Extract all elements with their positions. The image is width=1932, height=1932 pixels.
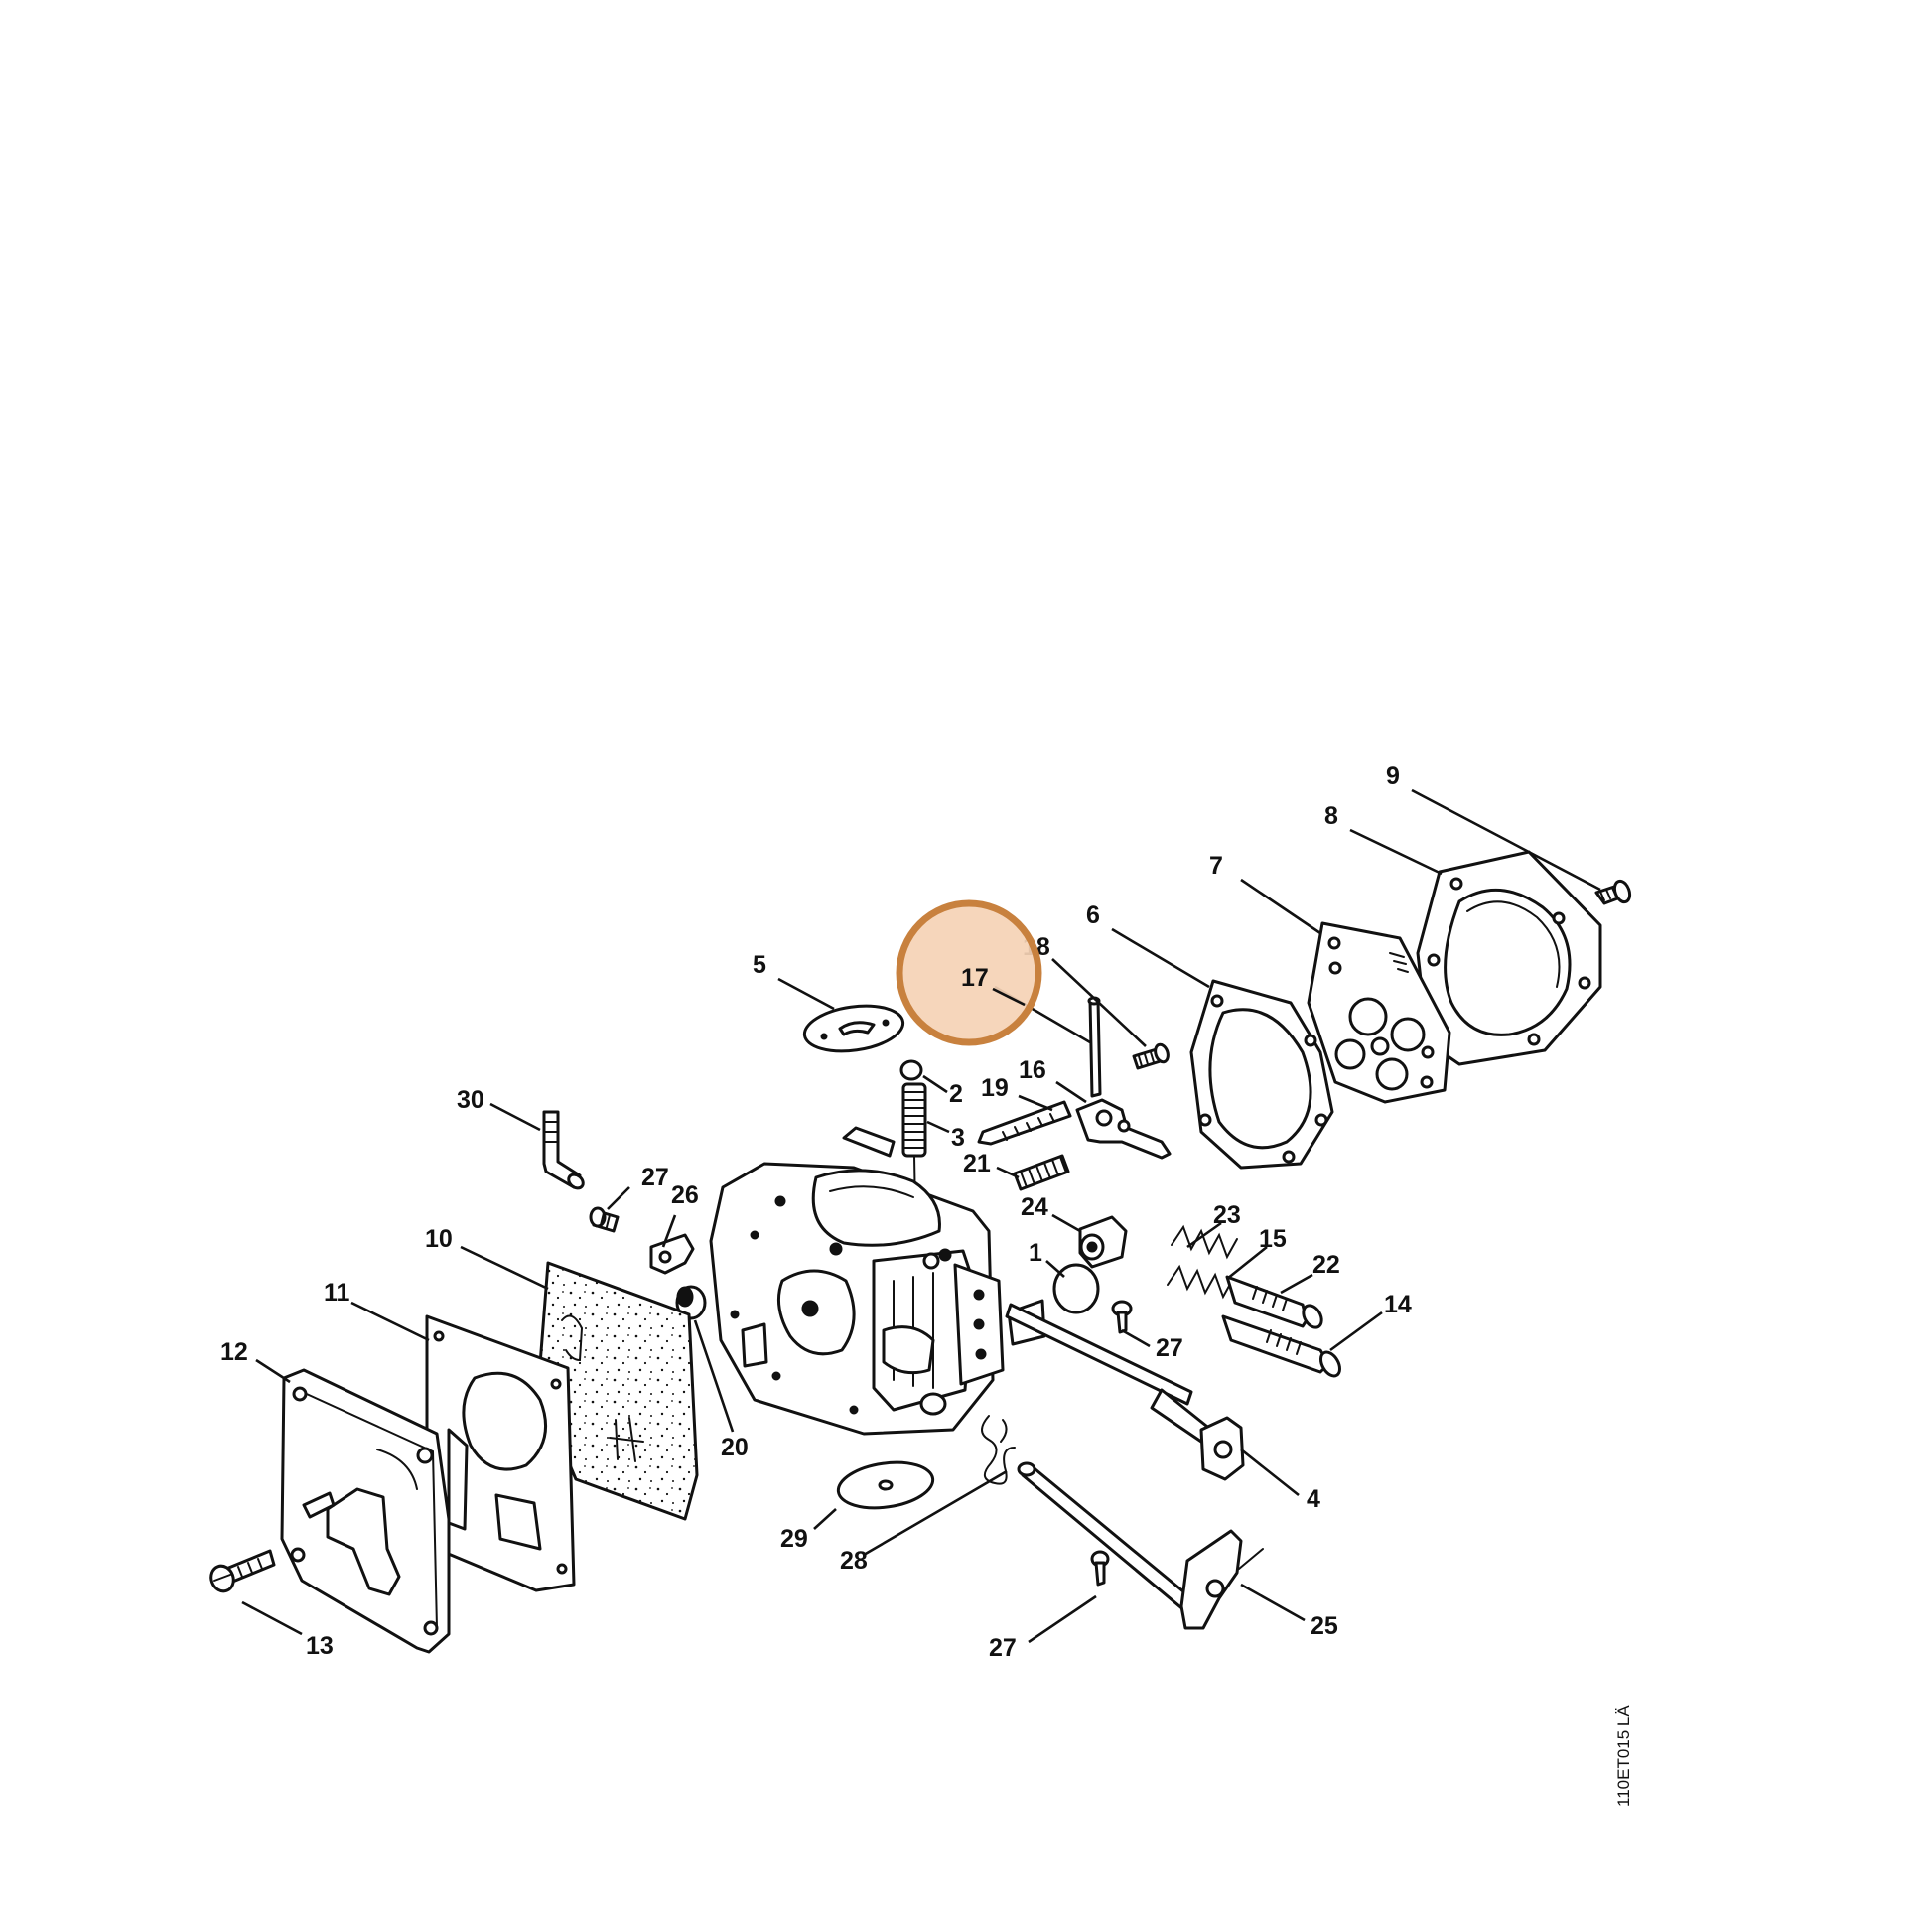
callout-27-right: 27 — [1156, 1334, 1183, 1362]
part-20-plug — [675, 1285, 707, 1320]
part-29-washer — [836, 1460, 935, 1510]
callout-11: 11 — [324, 1279, 350, 1307]
callout-7: 7 — [1209, 852, 1223, 880]
part-14-screw — [1221, 1314, 1341, 1378]
callout-30: 30 — [457, 1086, 484, 1114]
part-25-shaft — [1017, 1461, 1264, 1630]
part-3-spring — [901, 1082, 927, 1214]
callout-24: 24 — [1021, 1193, 1048, 1221]
callout-3: 3 — [951, 1124, 965, 1152]
callout-5: 5 — [753, 951, 766, 979]
callout-4: 4 — [1307, 1485, 1320, 1513]
callout-9: 9 — [1386, 762, 1400, 790]
carburetor-body — [709, 1126, 1046, 1436]
part-spring-lower — [1167, 1264, 1234, 1300]
part-12-cover — [280, 1368, 451, 1654]
callout-labels: 9 8 7 6 18 5 2 3 16 19 21 24 23 15 22 14… — [220, 762, 1412, 1662]
part-4-shaft — [1005, 1303, 1245, 1481]
callout-6: 6 — [1086, 901, 1100, 929]
part-26-clip — [649, 1233, 695, 1275]
callout-8: 8 — [1324, 802, 1338, 830]
part-9-screw — [1594, 879, 1632, 905]
part-30-elbow — [542, 1110, 585, 1190]
part-10-gasket — [536, 1261, 699, 1521]
callout-17[interactable]: 17 — [961, 964, 989, 992]
callout-26: 26 — [671, 1181, 699, 1209]
callout-14: 14 — [1384, 1291, 1412, 1318]
part-21-spring — [1013, 1154, 1070, 1191]
part-7-diaphragm — [1307, 921, 1451, 1104]
callout-29: 29 — [780, 1525, 808, 1553]
callout-19: 19 — [981, 1074, 1009, 1102]
callout-1: 1 — [1029, 1239, 1042, 1267]
callout-27-bottom: 27 — [989, 1634, 1017, 1662]
callout-13: 13 — [306, 1632, 334, 1660]
part-19-needle — [977, 1100, 1072, 1146]
part-2-ball — [899, 1059, 923, 1081]
callout-21: 21 — [963, 1150, 991, 1177]
part-24-fitting — [1078, 1215, 1128, 1269]
callout-10: 10 — [425, 1225, 453, 1253]
part-27-screw-a — [589, 1206, 620, 1233]
part-22-screw — [1225, 1275, 1323, 1329]
drawing-code: 110ET015 LÄ — [1614, 1705, 1633, 1807]
callout-15: 15 — [1259, 1225, 1287, 1253]
part-18-pin — [1087, 996, 1102, 1098]
callout-23: 23 — [1213, 1201, 1241, 1229]
part-13-screw — [209, 1549, 276, 1593]
part-screw-small-18 — [1132, 1042, 1170, 1070]
callout-28: 28 — [840, 1547, 868, 1575]
callout-12: 12 — [220, 1338, 248, 1366]
callout-25: 25 — [1311, 1612, 1338, 1640]
part-1-disc — [1052, 1263, 1100, 1314]
callout-20: 20 — [721, 1434, 749, 1461]
part-16-lever — [1075, 1098, 1172, 1160]
part-27-screw-b — [1111, 1300, 1133, 1334]
part-5-disc — [802, 1004, 905, 1053]
part-27-screw-c — [1090, 1550, 1110, 1587]
part-28-spring — [981, 1415, 1016, 1485]
callout-16: 16 — [1019, 1056, 1046, 1084]
part-23-spring — [1171, 1224, 1238, 1260]
callout-27-left: 27 — [641, 1164, 669, 1191]
callout-22: 22 — [1312, 1251, 1340, 1279]
callout-2: 2 — [949, 1080, 963, 1108]
part-6-gasket — [1189, 979, 1334, 1170]
highlight-marker[interactable]: 17 — [896, 899, 1042, 1046]
leader-lines — [241, 788, 1601, 1644]
part-11-gasket — [425, 1314, 576, 1592]
